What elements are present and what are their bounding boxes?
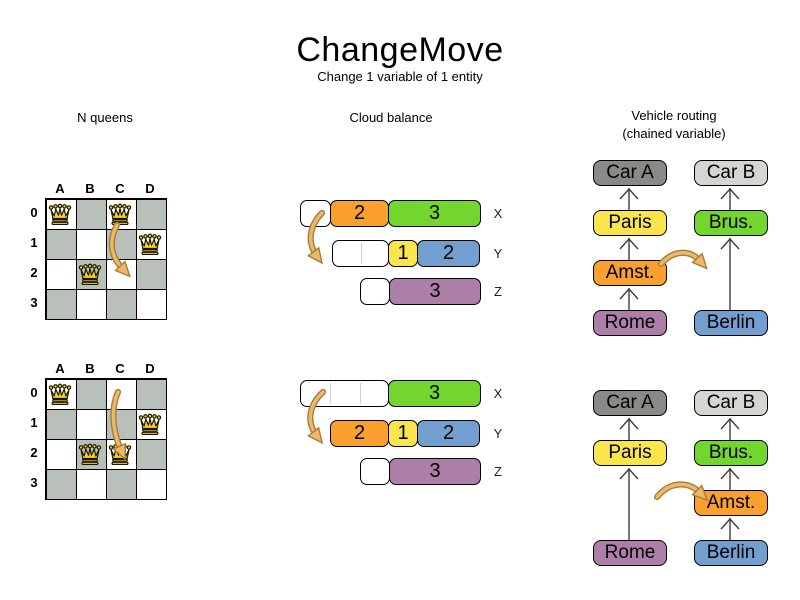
cloud-empty-slot (332, 240, 389, 267)
cloud-empty-slot (300, 200, 331, 227)
row-label: 2 (30, 265, 38, 280)
row-label: 2 (30, 445, 38, 460)
cloud-row-label: X (493, 206, 503, 221)
cloud-block: 3 (389, 458, 481, 485)
cloud-row-label: Z (494, 284, 502, 299)
row-label: 0 (30, 205, 38, 220)
col-label: A (55, 181, 65, 196)
cloud-block: 3 (388, 200, 481, 227)
col-label: B (85, 181, 95, 196)
section-header-cloud: Cloud balance (349, 110, 433, 125)
vehicle-node: Car A (593, 160, 667, 186)
vehicle-node: Car B (694, 390, 768, 416)
section-header-nqueens: N queens (77, 110, 133, 125)
slot-divider (360, 383, 361, 404)
queen-icon (47, 382, 73, 406)
col-label: D (145, 361, 155, 376)
cloud-block: 2 (417, 240, 480, 267)
cloud-block: 2 (330, 420, 389, 447)
row-label: 0 (30, 385, 38, 400)
row-label: 3 (30, 475, 38, 490)
cloud-block: 1 (388, 420, 418, 447)
vehicle-node: Paris (593, 210, 667, 236)
cloud-block: 3 (389, 278, 481, 305)
board-column-labels: A B C D (45, 362, 165, 376)
vehicle-node: Amst. (593, 260, 667, 286)
vehicle-node: Car B (694, 160, 768, 186)
section-header-vehicle-line2: (chained variable) (622, 126, 726, 141)
cloud-block: 2 (330, 200, 389, 227)
board-row-labels: 0 1 2 3 (26, 198, 42, 318)
cloud-block: 3 (388, 380, 481, 407)
vehicle-node: Rome (593, 540, 667, 566)
queen-icon (137, 232, 163, 256)
row-label: 3 (30, 295, 38, 310)
vehicle-node: Car A (593, 390, 667, 416)
page-subtitle: Change 1 variable of 1 entity (317, 69, 483, 84)
queen-icon (107, 442, 133, 466)
cloud-row-label: Y (493, 426, 503, 441)
col-label: D (145, 181, 155, 196)
queen-icon (77, 262, 103, 286)
section-header-vehicle-line1: Vehicle routing (631, 108, 717, 123)
cloud-empty-slot (360, 278, 390, 305)
queen-icon (137, 412, 163, 436)
cloud-block: 1 (388, 240, 418, 267)
cloud-block: 2 (417, 420, 480, 447)
cloud-row-label: X (493, 386, 503, 401)
slot-divider (330, 383, 331, 404)
chain-link-lines (619, 187, 740, 540)
queen-icon (47, 202, 73, 226)
cloud-row-label: Z (494, 464, 502, 479)
vehicle-node: Rome (593, 310, 667, 336)
vehicle-node: Paris (593, 440, 667, 466)
vehicle-node: Brus. (694, 210, 768, 236)
board-row-labels: 0 1 2 3 (26, 378, 42, 498)
page-title: ChangeMove (296, 31, 504, 69)
board-column-labels: A B C D (45, 182, 165, 196)
vehicle-node: Berlin (694, 540, 768, 566)
cloud-row-label: Y (493, 246, 503, 261)
queen-icon (107, 202, 133, 226)
slot-divider (361, 243, 362, 264)
vehicle-node: Brus. (694, 440, 768, 466)
col-label: C (115, 361, 125, 376)
cloud-empty-slot (360, 458, 390, 485)
vehicle-node: Berlin (694, 310, 768, 336)
queen-icon (77, 442, 103, 466)
cloud-empty-slot (300, 380, 389, 407)
vehicle-node: Amst. (694, 490, 768, 516)
row-label: 1 (30, 235, 38, 250)
row-label: 1 (30, 415, 38, 430)
col-label: C (115, 181, 125, 196)
move-arrow-vehicle-before (657, 249, 708, 270)
col-label: B (85, 361, 95, 376)
col-label: A (55, 361, 65, 376)
